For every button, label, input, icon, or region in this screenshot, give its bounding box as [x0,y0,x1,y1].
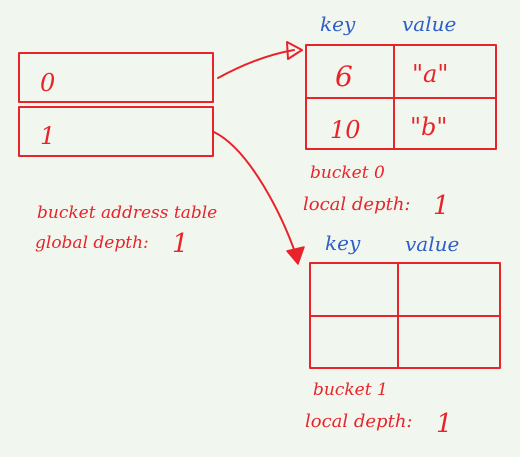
bucket-0-local-depth-value: 1 [433,191,450,221]
bucket-0-row-0-key: 6 [335,60,353,93]
address-table-caption: bucket address table [37,203,217,223]
pointer-arrow-slot-1 [213,131,305,265]
bucket-0: key value 6 "a" 10 "b" bucket 0 local de… [303,12,497,221]
bucket-0-row-1-key: 10 [330,116,361,144]
bucket-1-key-header: key [325,231,361,255]
address-table: 0 1 [18,52,214,157]
bucket-1-local-depth-label: local depth: [305,411,412,432]
global-depth-value: 1 [172,229,189,259]
bucket-0-local-depth-label: local depth: [303,194,410,215]
address-slot-0-box [18,52,214,103]
arrowhead-0 [286,41,303,60]
bucket-1-name: bucket 1 [313,380,388,400]
bucket-1: key value bucket 1 local depth: 1 [305,231,501,439]
bucket-0-key-header: key [320,12,356,36]
bucket-0-name: bucket 0 [310,163,385,183]
bucket-0-row-0-value: "a" [412,60,448,88]
bucket-1-value-header: value [405,232,459,256]
bucket-0-value-header: value [402,12,456,36]
address-slot-1-box [18,106,214,157]
address-slot-1-label: 1 [40,122,55,150]
pointer-arrow-slot-0 [217,41,303,79]
arrowhead-1 [286,246,305,265]
global-depth-label: global depth: [35,233,149,253]
bucket-1-local-depth-value: 1 [436,409,453,439]
bucket-0-row-1-value: "b" [410,113,447,141]
address-slot-0-label: 0 [40,69,55,97]
